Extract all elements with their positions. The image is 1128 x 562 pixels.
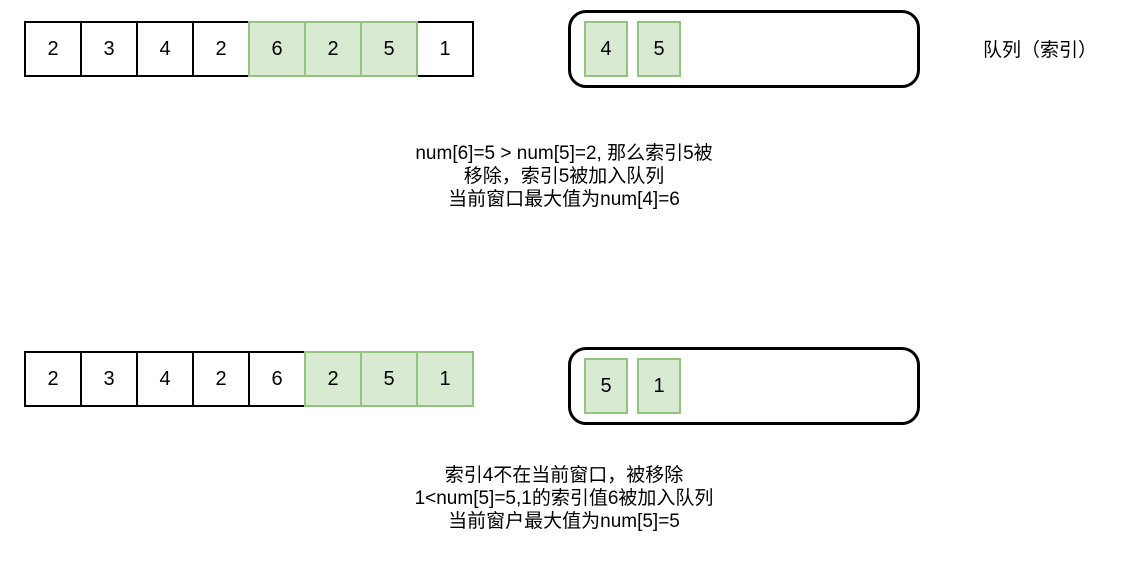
queue-cell: 5 (584, 358, 628, 414)
queue-container-step1: 4 5 (568, 10, 920, 88)
array-cell: 2 (192, 351, 250, 407)
caption-line: 移除，索引5被加入队列 (463, 166, 665, 187)
array-cell: 3 (80, 21, 138, 77)
queue-cell: 1 (637, 358, 681, 414)
caption-line: 索引4不在当前窗口，被移除 (444, 465, 684, 486)
caption-line: 当前窗口最大值为num[4]=6 (448, 189, 680, 210)
caption-line: num[6]=5 > num[5]=2, 那么索引5被 (415, 143, 713, 164)
array-cell-highlighted: 6 (248, 21, 306, 77)
array-cell-highlighted: 1 (416, 351, 474, 407)
caption-line: 当前窗户最大值为num[5]=5 (448, 511, 680, 532)
array-cell: 6 (248, 351, 306, 407)
array-cell-highlighted: 5 (360, 351, 418, 407)
array-cell-highlighted: 5 (360, 21, 418, 77)
array-cell: 2 (24, 21, 82, 77)
queue-container-step2: 5 1 (568, 347, 920, 425)
array-cell: 4 (136, 351, 194, 407)
array-row-step1: 2 3 4 2 6 2 5 1 (24, 21, 474, 77)
array-row-step2: 2 3 4 2 6 2 5 1 (24, 351, 474, 407)
array-cell: 4 (136, 21, 194, 77)
queue-cell: 4 (584, 21, 628, 77)
array-cell: 2 (24, 351, 82, 407)
caption-step2: 索引4不在当前窗口，被移除 1<num[5]=5,1的索引值6被加入队列 当前窗… (0, 464, 1128, 533)
caption-line: 1<num[5]=5,1的索引值6被加入队列 (414, 488, 714, 509)
queue-cell: 5 (637, 21, 681, 77)
array-cell: 3 (80, 351, 138, 407)
array-cell: 1 (416, 21, 474, 77)
array-cell-highlighted: 2 (304, 21, 362, 77)
caption-step1: num[6]=5 > num[5]=2, 那么索引5被 移除，索引5被加入队列 … (0, 142, 1128, 211)
queue-label: 队列（索引） (983, 40, 1098, 61)
array-cell-highlighted: 2 (304, 351, 362, 407)
array-cell: 2 (192, 21, 250, 77)
